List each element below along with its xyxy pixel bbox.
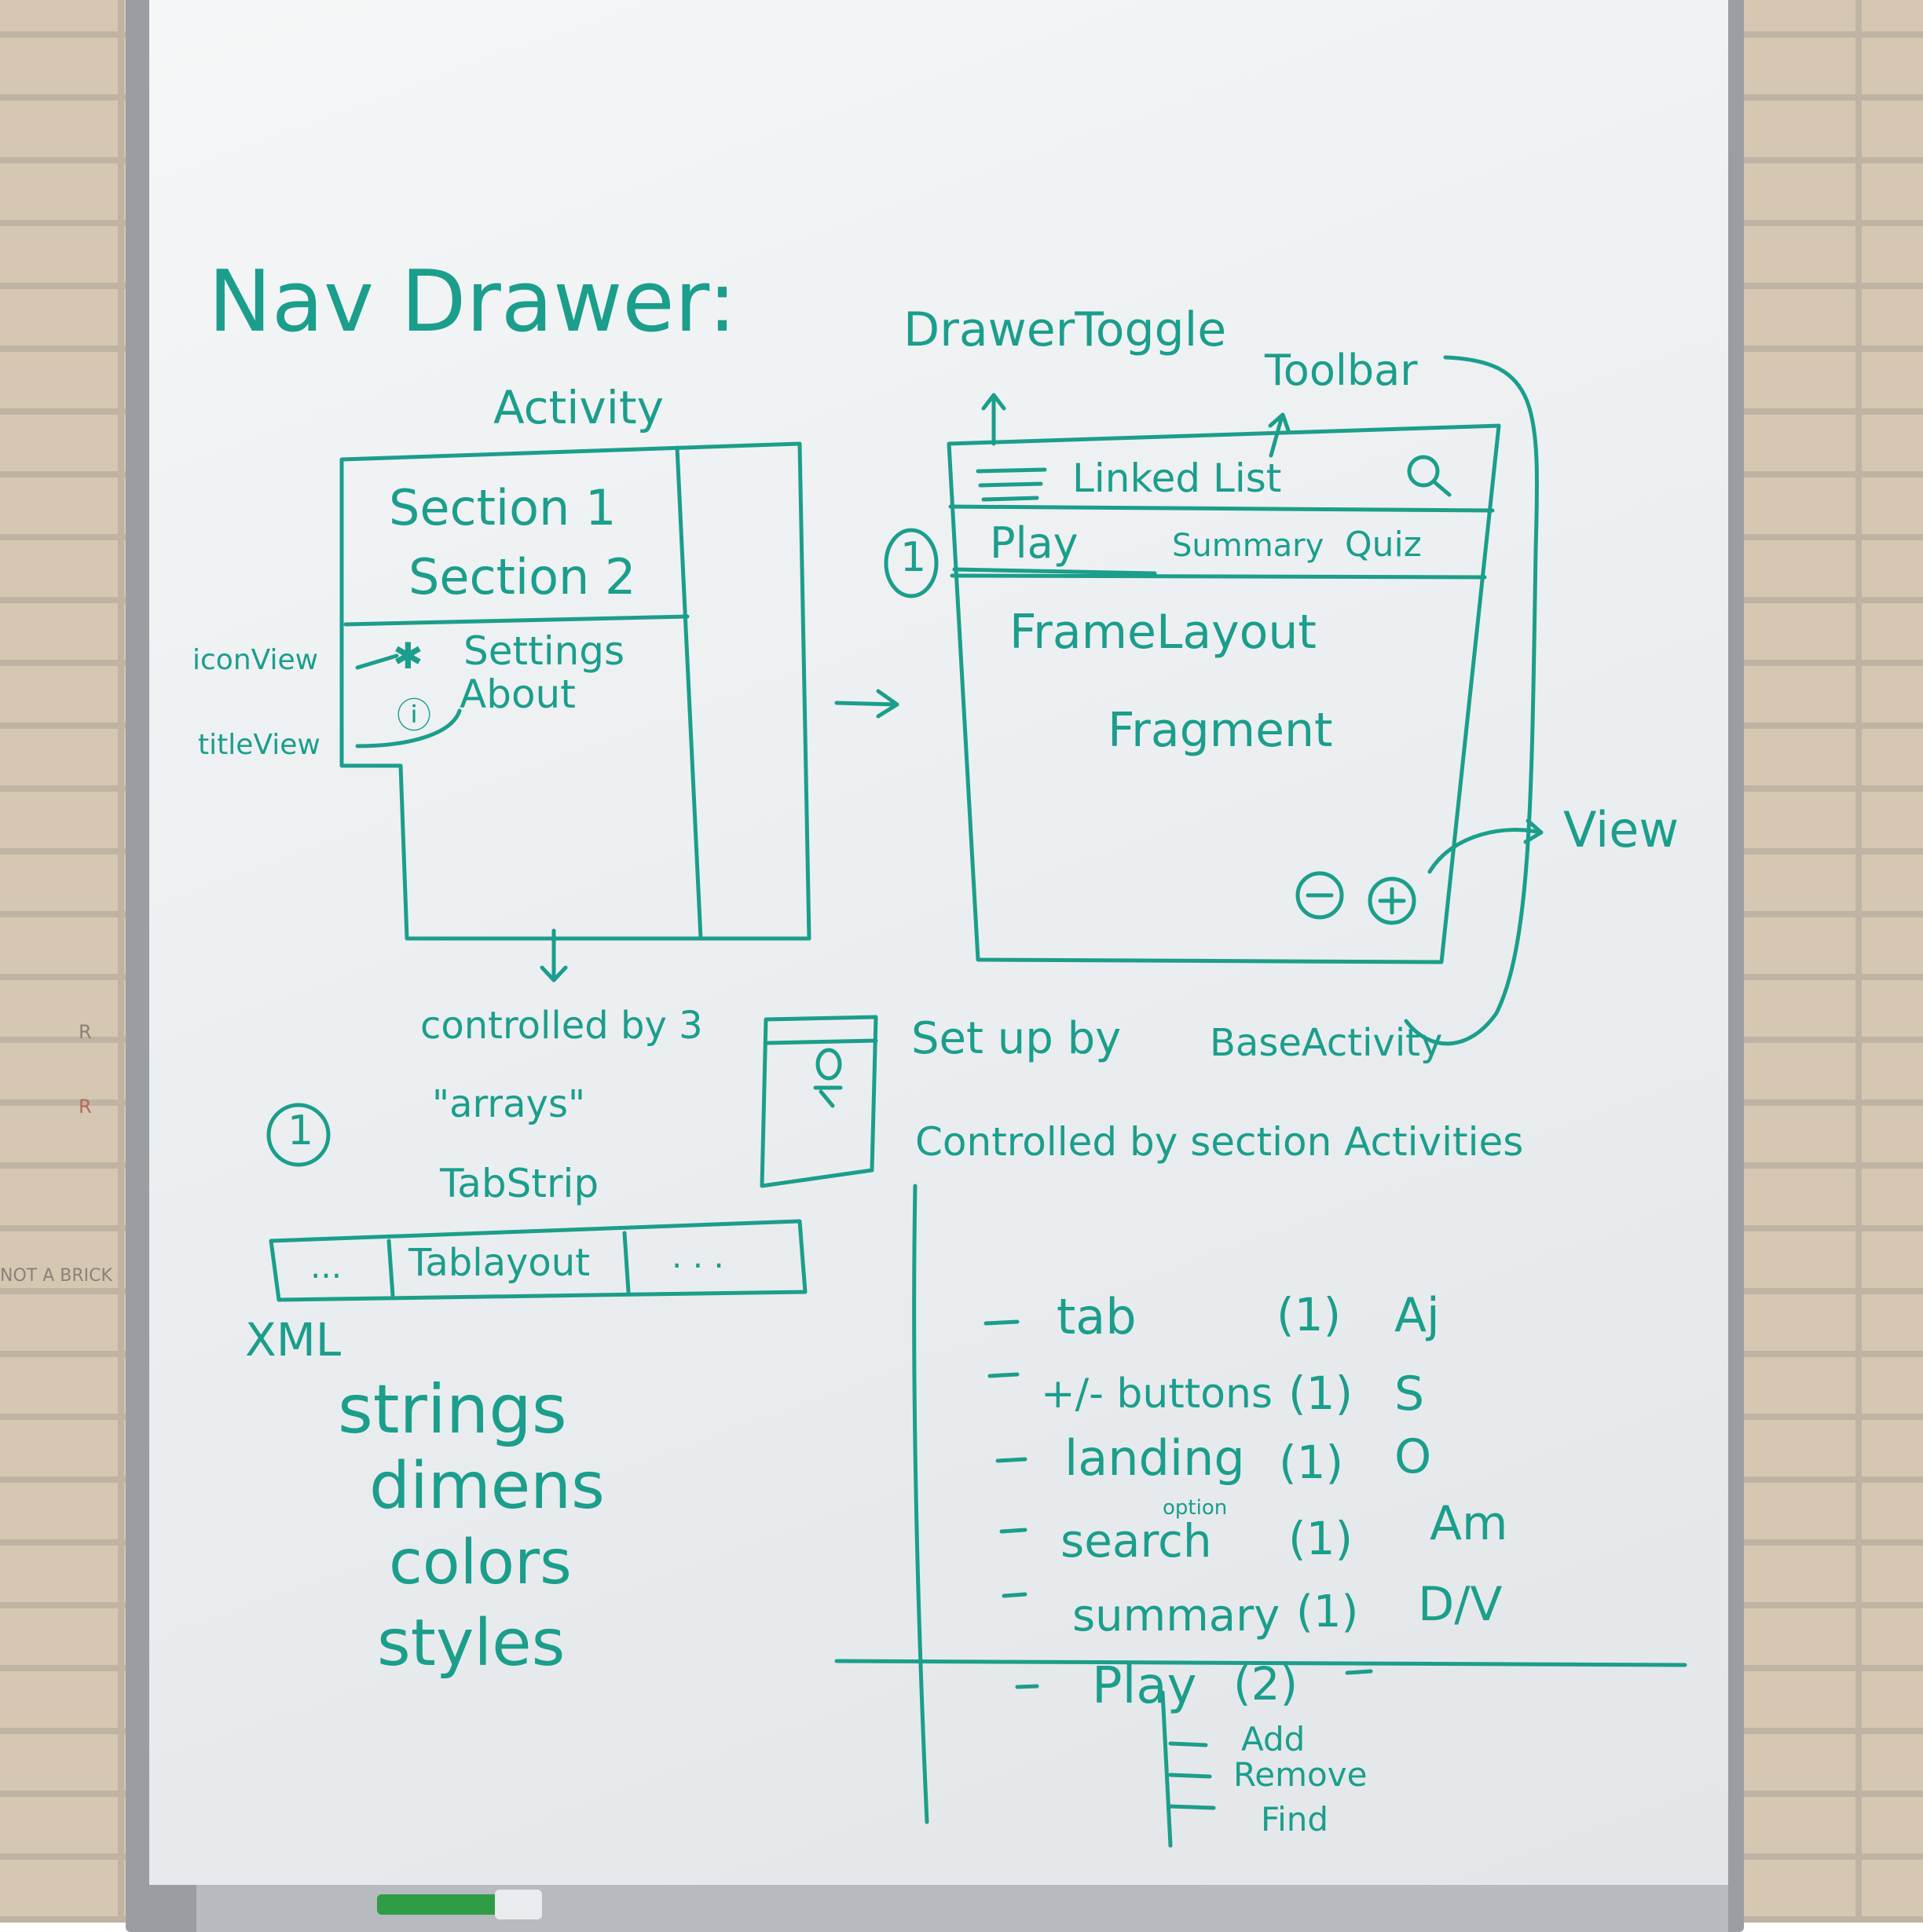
task-item-buttons: +/- buttons [1041,1370,1273,1418]
drawer-toggle-arrow [981,393,1006,446]
wall-label-r2: R [79,1096,92,1118]
drawer-about: About [460,671,576,717]
task-item-search: search [1060,1514,1212,1568]
screen-box [947,423,1501,964]
drawer-toggle-label: DrawerToggle [903,302,1227,357]
tab-cell-left: ... [310,1247,342,1286]
task-item-landing: landing [1064,1429,1245,1487]
tab-cell-tablayout: Tablayout [408,1241,591,1285]
badge-circle [884,528,939,598]
title-view-label: titleView [198,729,320,761]
middle-arrow [834,689,899,719]
plus-button [1368,876,1416,925]
play-sub-find: Find [1261,1800,1329,1839]
resource-dimens: dimens [369,1449,605,1524]
vertical-separator [912,1184,929,1824]
task-item-summary: summary [1072,1590,1280,1641]
search-glass [1407,455,1452,497]
task-count-landing: (1) [1279,1436,1344,1489]
resource-colors: colors [389,1528,572,1598]
task-count-summary: (1) [1296,1586,1359,1637]
task-item-tab: tab [1057,1288,1137,1345]
task-owner-buttons: S [1394,1367,1425,1422]
controlled-by-section-label: Controlled by section Activities [915,1119,1524,1165]
horizontal-separator [834,1659,1687,1667]
arrays-label: "arrays" [432,1082,586,1126]
toolbar-arrow [1268,412,1291,458]
wall-label-r1: R [79,1021,92,1043]
play-sub-remove: Remove [1233,1755,1368,1794]
tab-indicator [952,567,1157,576]
task-count-search: (1) [1288,1512,1353,1565]
task-owner-search: Am [1430,1496,1508,1551]
drawer-section-1: Section 1 [389,479,617,536]
right-bracket [1404,355,1540,1046]
wall-label-not-a-brick: NOT A BRICK [0,1266,112,1286]
drawer-down-arrow [540,928,568,982]
info-circle-icon: ⓘ [397,696,431,736]
frame-layout-label: FrameLayout [1009,605,1317,660]
drawer-settings: Settings [463,628,625,674]
task-owner-landing: O [1394,1429,1432,1484]
play-sub-add: Add [1241,1720,1306,1758]
drawer-section-2: Section 2 [408,548,636,606]
phone-sketch-icon [813,1048,843,1108]
fragment-label: Fragment [1108,703,1333,758]
task-owner-summary: D/V [1418,1577,1503,1632]
resource-styles: styles [377,1606,566,1681]
tab-quiz: Quiz [1345,525,1422,565]
tablayout-strip [269,1219,808,1302]
title-view-pointer [355,708,462,748]
tab-cell-right: . . . [672,1237,724,1275]
play-item: Play [1092,1657,1197,1715]
hamburger-lines [976,467,1047,502]
play-tree [1160,1690,1216,1848]
screen-badge: 1 [900,534,927,581]
task-note-search: option [1163,1496,1228,1520]
drawer-box [339,441,811,941]
set-up-by-label: Set up by [911,1013,1122,1064]
task-owner-tab: Aj [1394,1288,1440,1343]
task-dashes [983,1319,1373,1689]
drawer-divider-header [343,614,690,627]
xml-label: XML [245,1313,342,1367]
left-badge-circle [266,1103,331,1167]
resource-strings: strings [338,1370,567,1449]
tab-play: Play [990,518,1079,568]
tab-strip-label: TabStrip [440,1161,599,1206]
asterisk-icon: ✱ [393,635,423,677]
view-label: View [1563,801,1679,858]
drawer-divider-vertical [675,445,703,941]
icon-view-label: iconView [192,644,319,676]
icon-view-pointer [355,653,399,670]
toolbar-label: Toolbar [1265,346,1418,395]
heading: Nav Drawer: [208,253,737,351]
screen-title: Linked List [1072,456,1282,501]
minus-button [1295,871,1344,920]
marker-cap [495,1890,542,1919]
task-count-buttons: (1) [1288,1367,1353,1420]
task-count-tab: (1) [1277,1288,1342,1341]
controlled-by-label: controlled by 3 [420,1004,703,1048]
play-count: (2) [1233,1657,1298,1711]
toolbar-bottom [948,504,1495,513]
phone-sketch [760,1015,878,1188]
activity-label: Activity [493,381,664,434]
whiteboard [149,0,1728,1885]
tab-summary: Summary [1172,528,1324,564]
left-badge: 1 [288,1107,314,1154]
tabs-bottom [950,573,1487,580]
base-activity-label: BaseActivity [1210,1021,1443,1065]
